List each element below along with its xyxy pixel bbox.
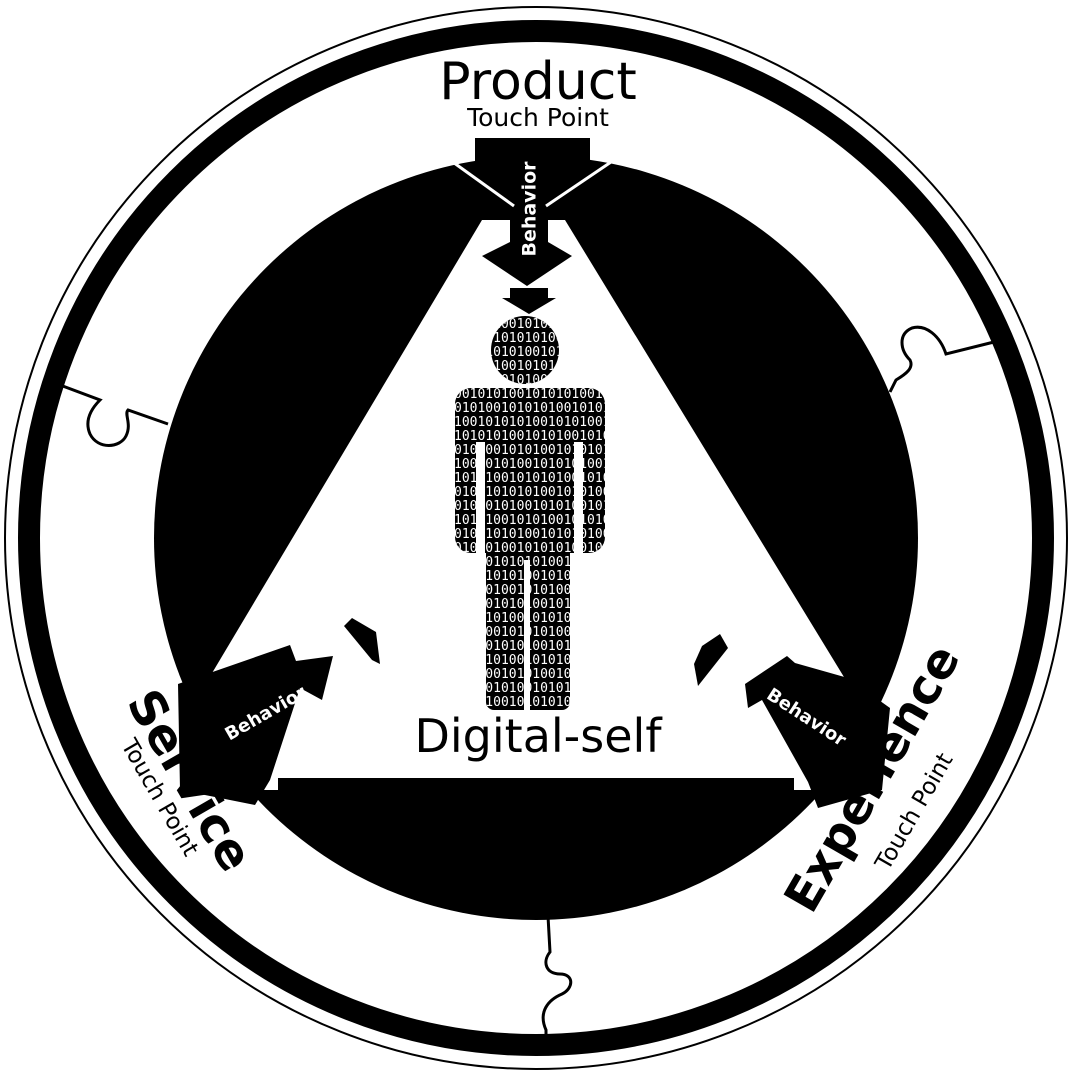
svg-text:010101010010101001010101: 010101010010101001010101 — [454, 499, 642, 514]
service-arrow: Behavior — [178, 645, 333, 805]
svg-text:010101001010101001010100: 010101001010101001010100 — [454, 541, 642, 556]
svg-text:001010100101010100101010: 001010100101010100101010 — [454, 387, 642, 402]
svg-text:100101010100101010010101: 100101010100101010010101 — [454, 415, 642, 430]
service-pointer — [344, 618, 380, 664]
svg-text:100101010010101010010101: 100101010010101010010101 — [454, 681, 642, 696]
svg-text:101010010101001010101001: 101010010101001010101001 — [454, 513, 642, 528]
puzzle-seam-right — [888, 325, 995, 393]
svg-text:010101001010100101010100: 010101001010100101010100 — [454, 583, 642, 598]
svg-text:100101010100101010010101: 100101010100101010010101 — [454, 639, 642, 654]
svg-text:101010010101010010101001: 101010010101010010101001 — [454, 695, 642, 710]
product-pointer — [502, 288, 556, 314]
svg-text:101010100101010010101010: 101010100101010010101010 — [454, 653, 642, 668]
binary-digits: 0101010010101010010101001010010101010010… — [454, 317, 642, 710]
digital-self-label: Digital-self — [414, 709, 663, 763]
svg-text:010010101001010101001010: 010010101001010101001010 — [454, 527, 642, 542]
digital-self-figure: 0101010010101010010101001010010101010010… — [454, 316, 642, 710]
svg-text:010100101010010101010010: 010100101010010101010010 — [454, 443, 642, 458]
svg-text:001010100101010100101010: 001010100101010100101010 — [454, 611, 642, 626]
svg-text:010010101010010101001010: 010010101010010101001010 — [454, 485, 642, 500]
product-title: Product — [439, 52, 636, 112]
svg-text:100101010010101010010101: 100101010010101010010101 — [454, 457, 642, 472]
svg-text:101010100101010010101010: 101010100101010010101010 — [454, 429, 642, 444]
product-arrow: Behavior — [449, 138, 615, 286]
product-subtitle: Touch Point — [466, 103, 609, 132]
puzzle-seam-bottom — [541, 915, 573, 1040]
svg-text:101010010101010010101001: 101010010101010010101001 — [454, 471, 642, 486]
svg-text:101001010100101010100101: 101001010100101010100101 — [454, 597, 642, 612]
outer-ring-thick — [18, 20, 1054, 1056]
svg-text:001010101001010100101010: 001010101001010100101010 — [454, 569, 642, 584]
outer-ring-thin — [4, 6, 1068, 1070]
svg-text:101001010101001010100101: 101001010101001010100101 — [454, 555, 642, 570]
experience-arrow: Behavior — [745, 656, 890, 808]
svg-text:010100101010100101010010: 010100101010100101010010 — [454, 625, 642, 640]
svg-text:010100101010100101010010: 010100101010100101010010 — [454, 401, 642, 416]
puzzle-seam-left — [59, 383, 169, 447]
experience-pointer — [694, 634, 728, 686]
product-behavior-label: Behavior — [519, 161, 541, 257]
bottom-band — [278, 778, 794, 792]
svg-text:010100101010010101010010: 010100101010010101010010 — [454, 667, 642, 682]
